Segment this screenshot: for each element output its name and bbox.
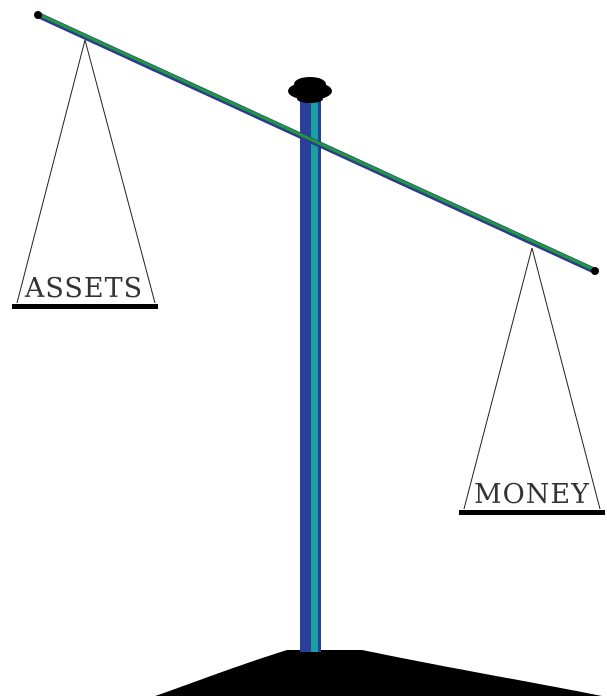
left-pan-string-left [16,39,86,304]
right-pan-plate [459,510,605,515]
left-pan-string-right [84,39,156,304]
right-pan-label: MONEY [474,479,590,510]
scale-finial [288,77,332,103]
left-pan-plate [12,304,158,309]
scale-base [155,650,602,696]
left-pan-label: ASSETS [24,273,143,304]
scale-beam [34,11,599,275]
right-pan: MONEY [459,247,605,515]
right-pan-string-right [531,247,601,510]
right-pan-string-left [463,247,533,510]
left-pan: ASSETS [12,39,158,309]
scale-post [300,95,321,652]
